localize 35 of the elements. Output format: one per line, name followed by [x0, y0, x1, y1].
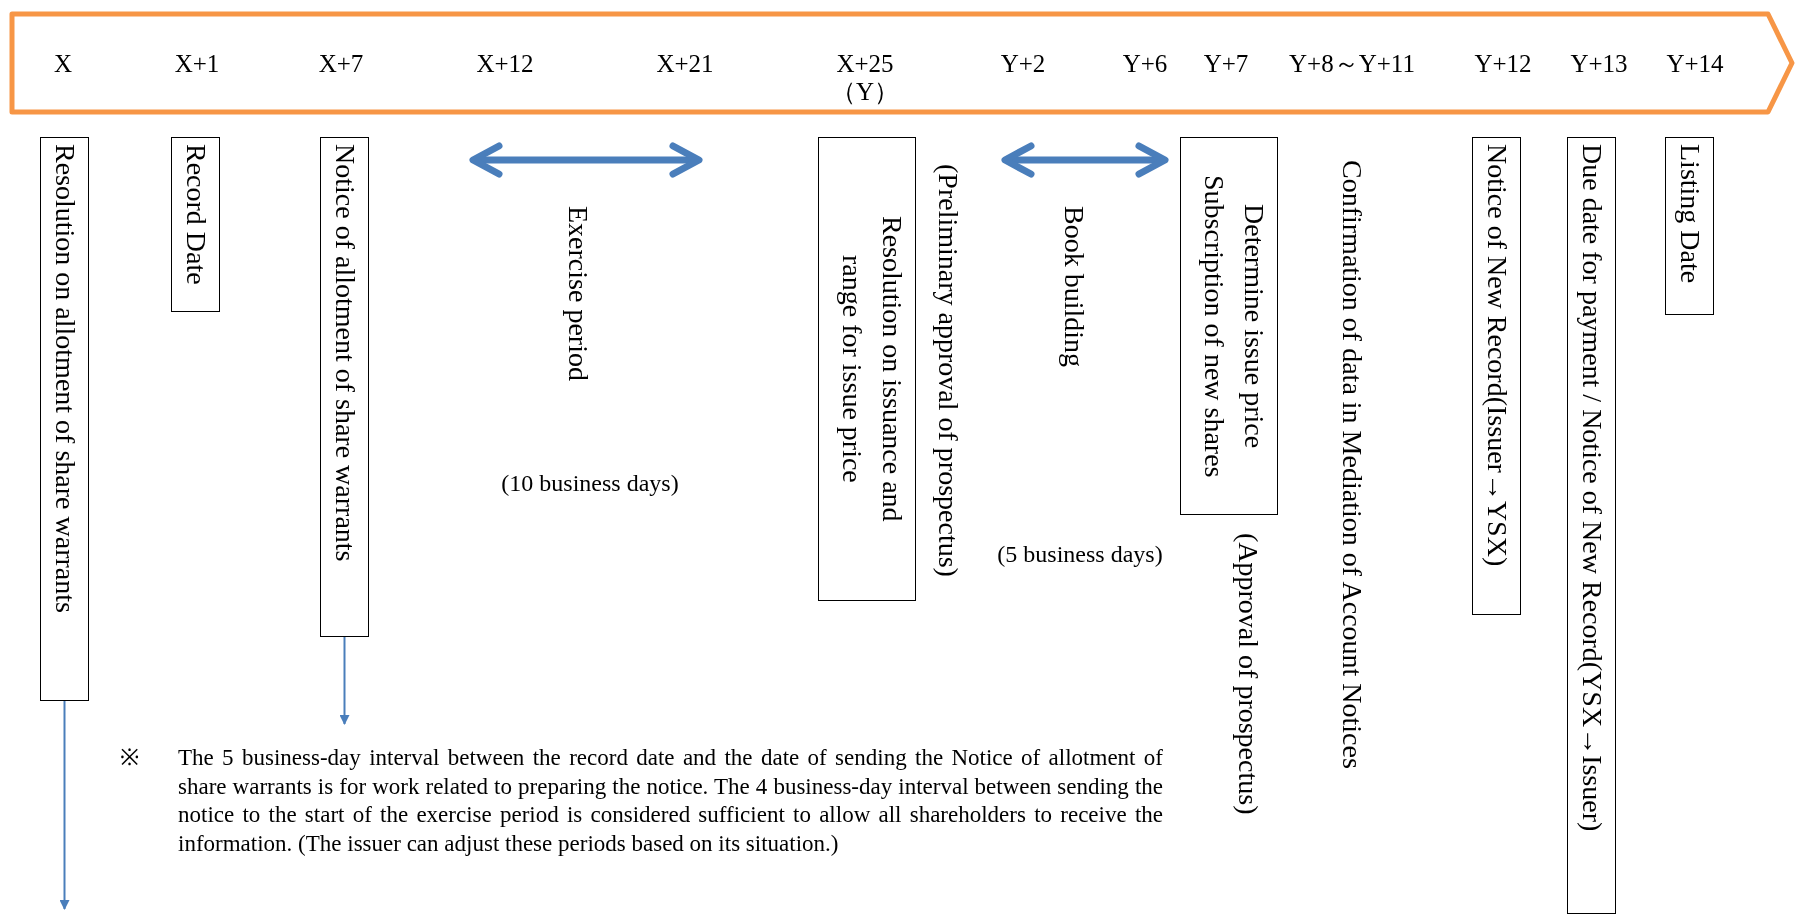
event-box [1180, 137, 1278, 515]
event-text: Determine issue price [1238, 202, 1271, 451]
timeline-date: X [53, 50, 73, 78]
approval-note: (Preliminary approval of prospectus) [932, 164, 965, 577]
event-box: Due date for payment / Notice of New Record(YSX→Issuer) [1567, 137, 1616, 914]
event-box: Listing Date [1665, 137, 1714, 315]
duration-label: (10 business days) [500, 470, 680, 497]
event-box: Resolution on allotment of share warrants [40, 137, 89, 701]
event-box: Notice of New Record(Issuer→YSX) [1472, 137, 1521, 615]
timeline-date: Y+2 [1000, 50, 1046, 78]
timeline-date: X+7 [318, 50, 364, 78]
period-label: Book building [1058, 206, 1091, 367]
arrow [59, 700, 70, 910]
event-label: Confirmation of data in Mediation of Account Notices [1336, 160, 1369, 769]
note-mark: ※ [120, 744, 140, 772]
timeline-date: X+21 [656, 50, 714, 78]
timeline-date: X+12 [476, 50, 534, 78]
timeline-date: Y+8～Y+11 [1289, 50, 1415, 78]
timeline-date: Y+14 [1666, 50, 1724, 78]
event-box: Record Date [171, 137, 220, 312]
timeline-date: Y+7 [1203, 50, 1249, 78]
timeline-band [8, 10, 1794, 116]
duration-label: (5 business days) [996, 541, 1164, 568]
event-text: Subscription of new shares [1198, 173, 1231, 480]
timeline-date: Y+13 [1570, 50, 1628, 78]
timeline-date: X+25 （Y） [829, 50, 901, 106]
footnote-text: The 5 business-day interval between the record date and the date of sending the Notice of allotment of share warrants is for work related to preparing the notice. The 4 business-day interval between sending the notice to the start of the exercise period is considered sufficient to allow all shareholders to receive the information. (The issuer can adjust these periods based on its situation.) [178, 744, 1163, 858]
arrow [339, 636, 350, 725]
event-box: Resolution on issuance and range for issue price [818, 137, 916, 601]
period-label: Exercise period [562, 206, 595, 381]
timeline-date: X+1 [174, 50, 220, 78]
approval-note: (Approval of prospectus) [1232, 533, 1265, 815]
event-box: Notice of allotment of share warrants [320, 137, 369, 637]
timeline-date: Y+6 [1122, 50, 1168, 78]
timeline-date: Y+12 [1474, 50, 1532, 78]
